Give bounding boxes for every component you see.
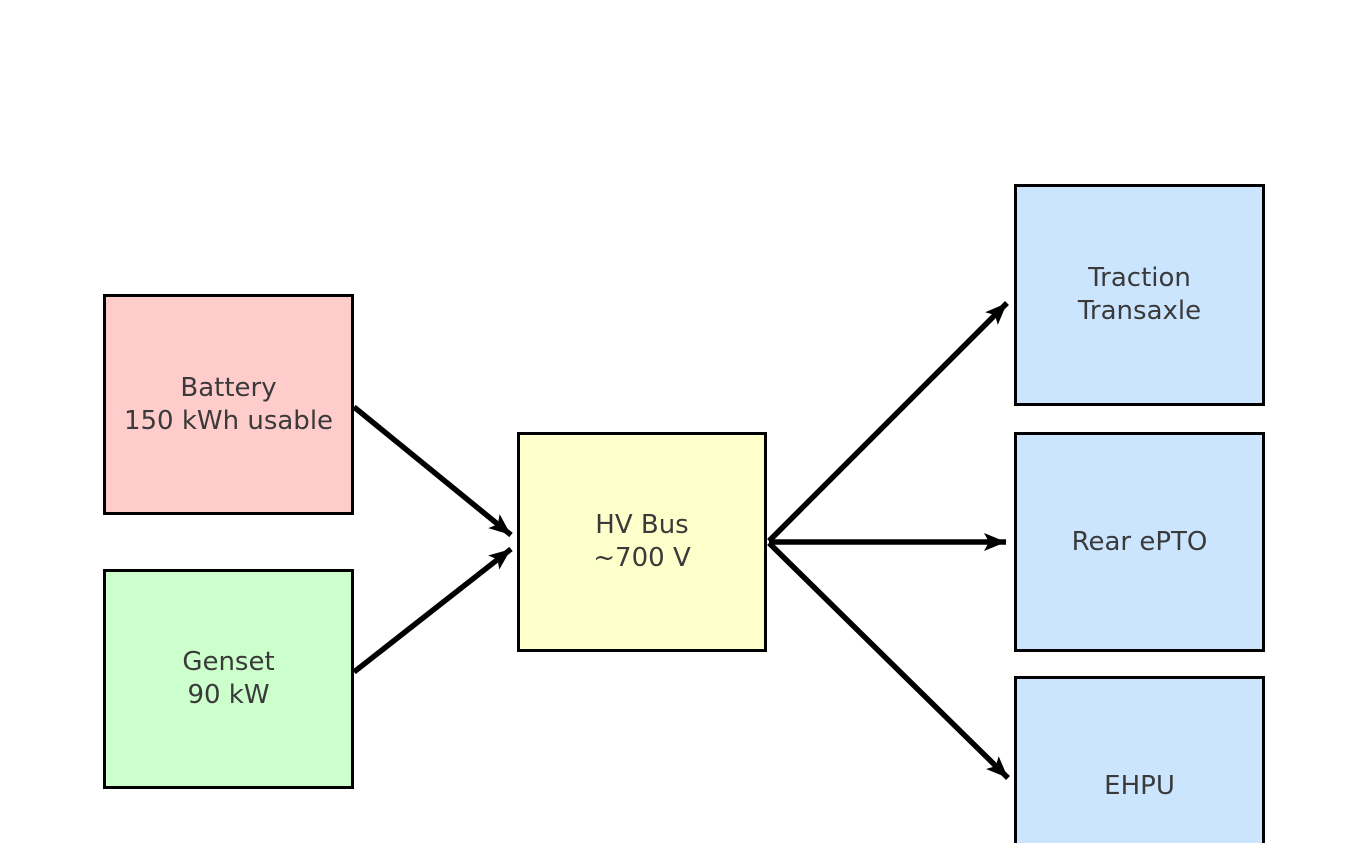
edge-battery-to-hv-bus <box>352 404 513 538</box>
node-hv-bus-label-line2: ~700 V <box>593 543 691 573</box>
edge-hv-bus-to-ehpu <box>767 541 1010 780</box>
node-hv-bus-label-line1: HV Bus <box>595 510 689 540</box>
node-rear-epto-label: Rear ePTO <box>1071 526 1208 557</box>
node-genset-label-line1: Genset <box>182 647 275 677</box>
node-ehpu: EHPU <box>1014 676 1265 843</box>
node-battery-label-line2: 150 kWh usable <box>123 405 334 436</box>
node-genset: Genset 90 kW <box>103 569 354 789</box>
node-battery: Battery 150 kWh usable <box>103 294 354 515</box>
node-genset-label-line2: 90 kW <box>187 680 270 710</box>
node-traction-transaxle-label-line1: Traction <box>1088 263 1191 293</box>
node-traction-transaxle-label-line2: Transaxle <box>1077 296 1202 326</box>
node-battery-label-line1: Battery <box>180 372 277 403</box>
node-hv-bus: HV Bus ~700 V <box>517 432 767 652</box>
node-traction-transaxle: Traction Transaxle <box>1014 184 1265 406</box>
edge-genset-to-hv-bus <box>352 546 513 675</box>
node-rear-epto: Rear ePTO <box>1014 432 1265 652</box>
node-ehpu-label: EHPU <box>1104 770 1175 801</box>
edge-hv-bus-to-traction-transaxle <box>767 301 1009 543</box>
